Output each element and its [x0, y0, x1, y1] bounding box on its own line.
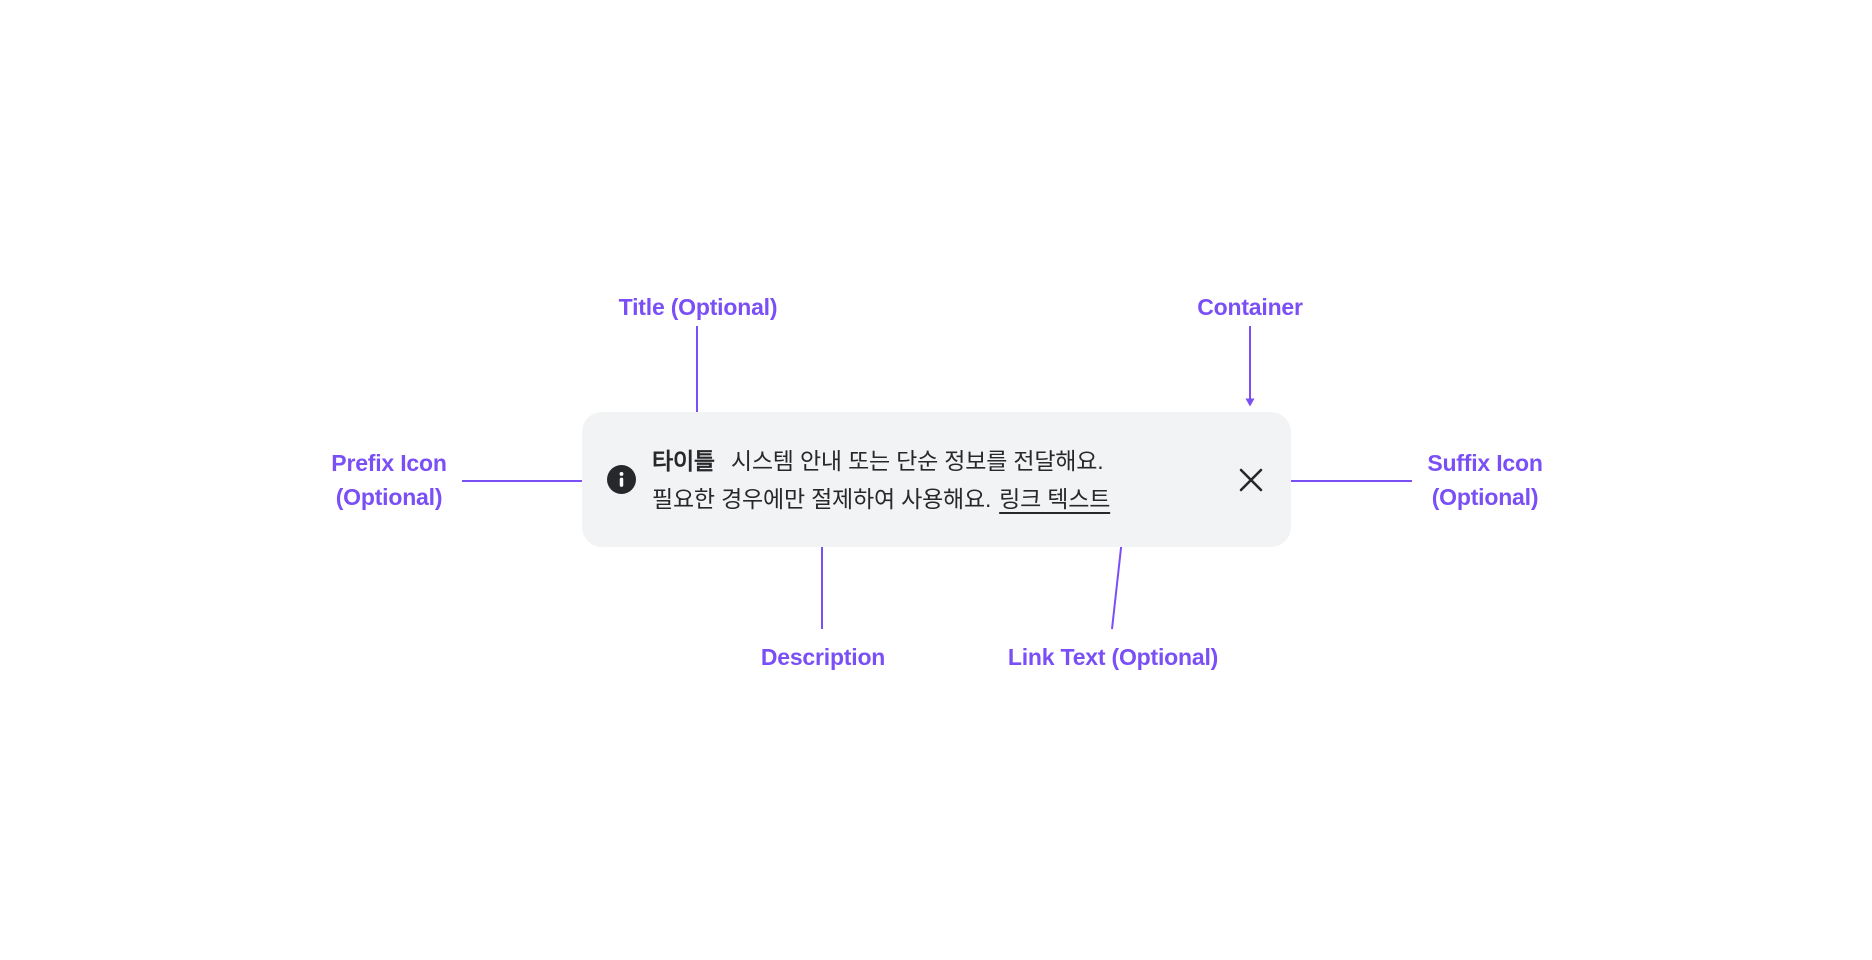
banner-description-line1: 시스템 안내 또는 단순 정보를 전달해요.	[730, 447, 1104, 474]
banner-line-1: 타이틀 시스템 안내 또는 단순 정보를 전달해요.	[652, 442, 1222, 480]
description-annotation-label: Description	[760, 644, 886, 670]
banner-text-block: 타이틀 시스템 안내 또는 단순 정보를 전달해요. 필요한 경우에만 절제하여 …	[652, 442, 1222, 518]
banner-line-2: 필요한 경우에만 절제하여 사용해요. 링크 텍스트	[652, 480, 1222, 518]
banner-description-line2: 필요한 경우에만 절제하여 사용해요.	[652, 485, 992, 512]
banner-title: 타이틀	[652, 447, 715, 474]
info-icon	[607, 465, 636, 494]
title-annotation-label: Title (Optional)	[618, 294, 778, 320]
suffix-icon-label-line2: (Optional)	[1431, 484, 1539, 510]
close-button[interactable]	[1236, 465, 1266, 495]
close-icon	[1239, 468, 1263, 491]
prefix-icon-label-line1: Prefix Icon	[331, 450, 447, 476]
suffix-icon-annotation-label: Suffix Icon (Optional)	[1427, 446, 1543, 514]
container-annotation-label: Container	[1197, 294, 1303, 320]
prefix-icon-annotation-label: Prefix Icon (Optional)	[331, 446, 447, 514]
banner-container: 타이틀 시스템 안내 또는 단순 정보를 전달해요. 필요한 경우에만 절제하여 …	[582, 412, 1291, 547]
banner-link-text[interactable]: 링크 텍스트	[999, 485, 1111, 512]
prefix-icon-label-line2: (Optional)	[335, 484, 443, 510]
suffix-icon-label-line1: Suffix Icon	[1427, 450, 1543, 476]
link-text-annotation-label: Link Text (Optional)	[1007, 644, 1219, 670]
